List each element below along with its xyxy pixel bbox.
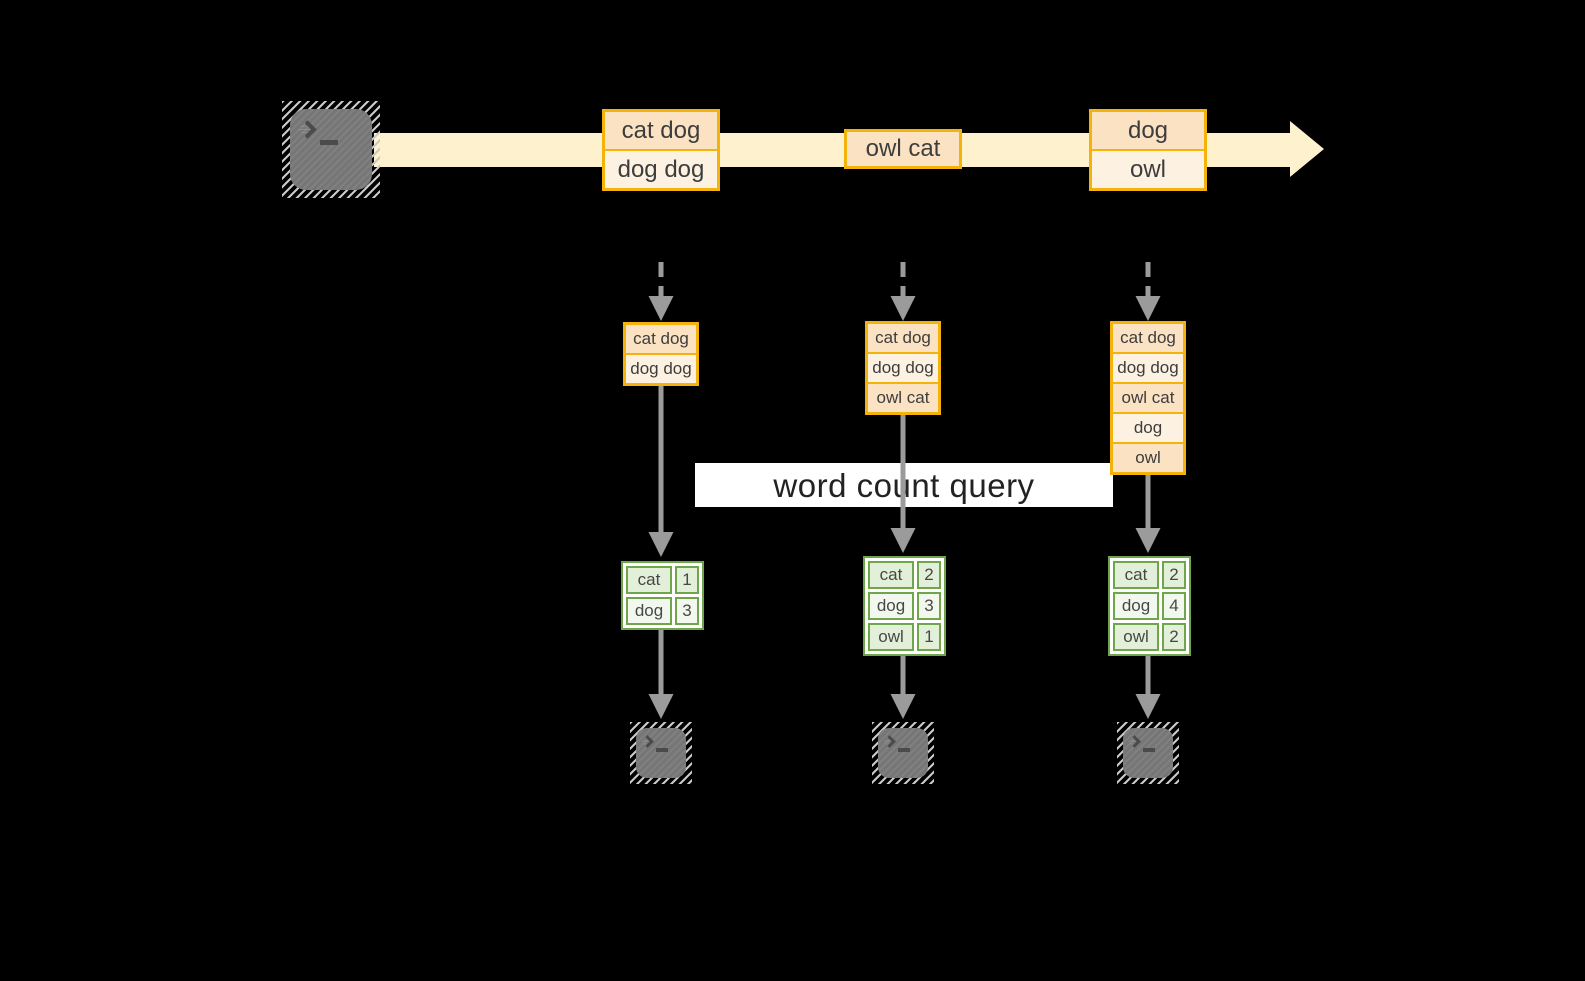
- sink-terminal-icon: [1117, 722, 1179, 784]
- prompt-cursor-icon: [656, 748, 668, 752]
- table-row: dog 3: [868, 592, 941, 620]
- prompt-cursor-icon: [1143, 748, 1155, 752]
- stream-event-box-3: dog owl: [1089, 109, 1207, 191]
- prompt-chevron-icon: [883, 735, 896, 748]
- batch-line: dog: [1113, 414, 1183, 442]
- sink-terminal-icon: [872, 722, 934, 784]
- batch-line: owl: [1113, 444, 1183, 472]
- batch-stack-3: cat dog dog dog owl cat dog owl: [1110, 321, 1186, 475]
- table-row: owl 1: [868, 623, 941, 651]
- count-cell: 3: [917, 592, 941, 620]
- table-row: dog 4: [1113, 592, 1186, 620]
- batch-line: dog dog: [1113, 354, 1183, 382]
- prompt-chevron-icon: [1128, 735, 1141, 748]
- word-cell: cat: [868, 561, 914, 589]
- count-cell: 2: [1162, 623, 1186, 651]
- word-cell: dog: [868, 592, 914, 620]
- prompt-chevron-icon: [641, 735, 654, 748]
- count-cell: 2: [1162, 561, 1186, 589]
- word-cell: dog: [626, 597, 672, 625]
- terminal-screen: [636, 728, 686, 778]
- terminal-screen: [878, 728, 928, 778]
- batch-stack-2: cat dog dog dog owl cat: [865, 321, 941, 415]
- wordcount-table-3: cat 2 dog 4 owl 2: [1108, 556, 1191, 656]
- batch-line: cat dog: [868, 324, 938, 352]
- event-line: owl: [1092, 151, 1204, 188]
- batch-line: dog dog: [868, 354, 938, 382]
- stream-event-box-1: cat dog dog dog: [602, 109, 720, 191]
- word-cell: owl: [868, 623, 914, 651]
- table-row: owl 2: [1113, 623, 1186, 651]
- prompt-cursor-icon: [898, 748, 910, 752]
- terminal-screen: [290, 109, 372, 190]
- count-cell: 1: [675, 566, 699, 594]
- batch-stack-1: cat dog dog dog: [623, 322, 699, 386]
- table-row: cat 2: [1113, 561, 1186, 589]
- sink-terminal-icon: [630, 722, 692, 784]
- count-cell: 1: [917, 623, 941, 651]
- event-line: owl cat: [847, 132, 959, 166]
- wordcount-table-1: cat 1 dog 3: [621, 561, 704, 630]
- prompt-cursor-icon: [320, 140, 338, 145]
- word-cell: cat: [1113, 561, 1159, 589]
- event-line: dog dog: [605, 151, 717, 188]
- table-row: cat 2: [868, 561, 941, 589]
- word-cell: owl: [1113, 623, 1159, 651]
- terminal-screen: [1123, 728, 1173, 778]
- word-cell: dog: [1113, 592, 1159, 620]
- batch-line: dog dog: [626, 355, 696, 383]
- count-cell: 3: [675, 597, 699, 625]
- source-terminal-icon: [282, 101, 380, 198]
- stream-event-box-2: owl cat: [844, 129, 962, 169]
- batch-line: owl cat: [868, 384, 938, 412]
- batch-line: cat dog: [1113, 324, 1183, 352]
- count-cell: 4: [1162, 592, 1186, 620]
- batch-line: owl cat: [1113, 384, 1183, 412]
- table-row: cat 1: [626, 566, 699, 594]
- event-line: dog: [1092, 112, 1204, 149]
- event-line: cat dog: [605, 112, 717, 149]
- table-row: dog 3: [626, 597, 699, 625]
- word-cell: cat: [626, 566, 672, 594]
- batch-line: cat dog: [626, 325, 696, 353]
- wordcount-table-2: cat 2 dog 3 owl 1: [863, 556, 946, 656]
- count-cell: 2: [917, 561, 941, 589]
